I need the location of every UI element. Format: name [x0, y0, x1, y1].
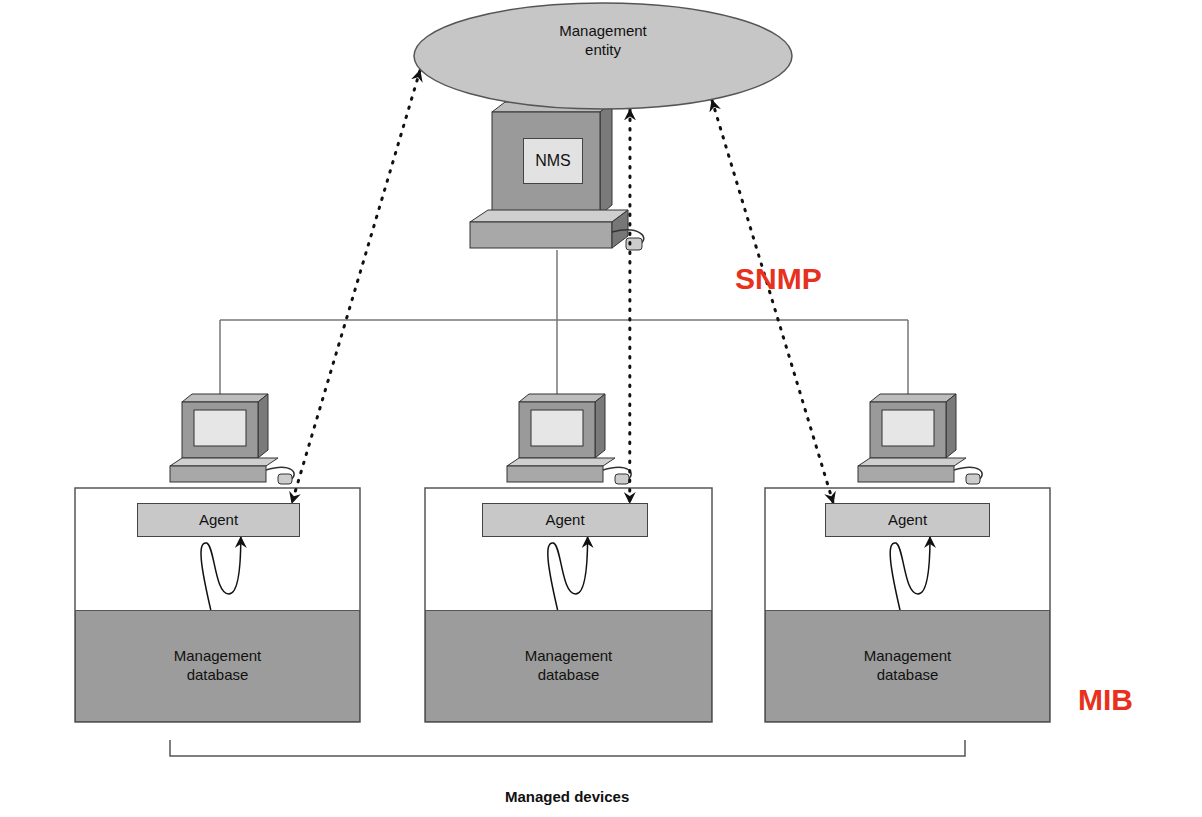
mib-database: Management database: [75, 610, 360, 722]
agent-box: Agent: [825, 503, 990, 537]
node-text: Management database: [843, 647, 973, 685]
device-box: [75, 488, 1050, 722]
bracket: [170, 740, 965, 756]
protocol-label: SNMP: [735, 262, 822, 296]
mib-database: Management database: [425, 610, 712, 722]
group-label: Managed devices: [505, 788, 629, 805]
nms-screen: NMS: [523, 138, 583, 184]
snmp-link: [628, 109, 631, 503]
node-text: Agent: [545, 511, 584, 530]
node-text: NMS: [535, 151, 571, 171]
device-computer: [170, 394, 982, 484]
node-text: Management entity: [548, 22, 658, 60]
snmp-link: [712, 100, 833, 503]
node-text: Management database: [504, 647, 634, 685]
agent-box: Agent: [137, 503, 300, 537]
mib-access-arrow: [201, 537, 241, 610]
mib-access-arrow: [890, 537, 930, 610]
database-label: MIB: [1078, 683, 1133, 717]
nms-computer: [470, 102, 644, 250]
node-text: Agent: [888, 511, 927, 530]
agent-box: Agent: [482, 503, 648, 537]
node-text: Agent: [199, 511, 238, 530]
node-text: Management database: [153, 647, 283, 685]
mib-access-arrow: [548, 537, 588, 610]
management-entity: Management entity: [413, 2, 793, 110]
snmp-link: [292, 71, 420, 503]
network-wire: [220, 250, 908, 398]
mib-database: Management database: [765, 610, 1050, 722]
